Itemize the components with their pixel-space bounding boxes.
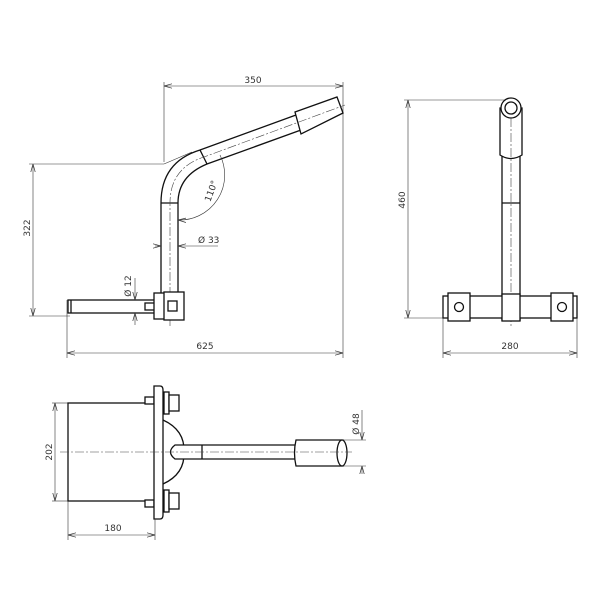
bolt-hole-right	[556, 301, 568, 313]
pole-clamp	[501, 293, 521, 322]
washer-top	[163, 391, 170, 415]
dim-label-180: 180	[104, 524, 121, 534]
washer-bottom	[163, 489, 170, 513]
dim-label-322: 322	[23, 219, 33, 236]
bolt-head	[167, 300, 178, 312]
angle-arc	[178, 154, 225, 220]
clamp-block-right	[550, 292, 574, 322]
pole-outer-edge	[160, 114, 297, 316]
tab-bottom	[144, 499, 155, 508]
clamp-block-left	[447, 292, 471, 322]
dim-label-202: 202	[45, 443, 55, 460]
front-view: 460 280	[398, 97, 578, 358]
nut-bottom	[168, 492, 180, 510]
tab-top	[144, 396, 155, 405]
handle-sleeve	[293, 439, 344, 467]
threaded-rod	[67, 299, 157, 314]
bolt-hole-left	[453, 301, 465, 313]
arm-tube	[169, 444, 300, 460]
dim-label-angle: 110°	[204, 179, 221, 203]
dim-label-280: 280	[501, 342, 518, 352]
extension-line	[163, 151, 193, 165]
dim-label-625: 625	[196, 342, 213, 352]
nut-top	[168, 394, 180, 412]
dim-label-d12: Ø 12	[123, 275, 134, 296]
handle-sleeve	[294, 96, 344, 135]
centerline	[169, 104, 346, 326]
dim-label-d33: Ø 33	[198, 235, 219, 246]
dim-label-d48: Ø 48	[351, 413, 362, 435]
side-view: 350 322 625 110° Ø 33 Ø 12	[23, 76, 346, 358]
sleeve-end-inner	[504, 101, 518, 115]
sleeve-end	[336, 439, 348, 467]
dim-label-350: 350	[244, 76, 261, 86]
top-view: 202 Ø 48 180	[45, 385, 366, 540]
dim-label-460: 460	[398, 191, 408, 208]
mounting-plate	[153, 385, 164, 520]
pole-inner-edge	[177, 129, 302, 316]
